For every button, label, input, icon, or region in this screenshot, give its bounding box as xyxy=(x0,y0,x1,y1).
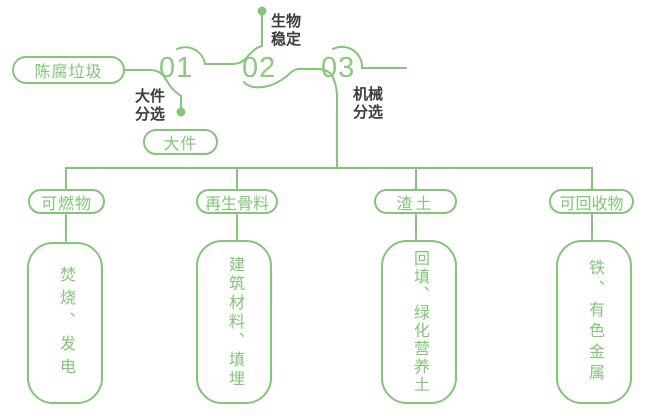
result-text-recycled-aggregate: 建筑材料、填埋 xyxy=(226,255,243,389)
result-box-combustibles: 焚烧、发电 xyxy=(27,242,103,404)
branch-pill-slag-soil: 渣土 xyxy=(374,189,457,214)
flow-line-step3-tail xyxy=(332,45,407,69)
branch-pill-combustibles: 可燃物 xyxy=(28,189,105,214)
branch-pill-recyclables-label: 可回收物 xyxy=(559,195,624,213)
result-box-recycled-aggregate: 建筑材料、填埋 xyxy=(196,240,272,404)
node-bulky-output-label: 大件 xyxy=(163,136,198,153)
label-bulky-sorting: 大件分选 xyxy=(135,88,166,123)
result-box-slag-soil: 回填、绿化营养土 xyxy=(381,240,457,404)
step-number-3: 03 xyxy=(321,52,356,84)
step-number-2: 02 xyxy=(242,52,277,84)
flow-line-step2-to-step3 xyxy=(243,68,338,169)
branch-pill-recycled-aggregate: 再生骨料 xyxy=(196,189,278,214)
result-box-recyclables: 铁、有色金属 xyxy=(556,240,632,404)
result-text-recyclables: 铁、有色金属 xyxy=(586,259,603,385)
branch-pill-slag-soil-label: 渣土 xyxy=(396,195,435,213)
result-text-slag-soil: 回填、绿化营养土 xyxy=(411,250,428,394)
branch-pill-combustibles-label: 可燃物 xyxy=(40,195,92,213)
connector-dot-bio xyxy=(257,6,267,16)
connector-dot-bulky xyxy=(176,107,186,117)
result-text-combustibles: 焚烧、发电 xyxy=(57,265,74,381)
label-biological-stabilization: 生物稳定 xyxy=(271,13,302,48)
step-number-1: 01 xyxy=(159,52,194,84)
node-source-waste: 陈腐垃圾 xyxy=(12,56,125,84)
node-source-waste-label: 陈腐垃圾 xyxy=(34,64,103,81)
branch-pill-recyclables: 可回收物 xyxy=(549,189,634,214)
flow-line-step1-to-step2 xyxy=(176,14,263,65)
node-bulky-output: 大件 xyxy=(143,129,218,155)
branch-pill-recycled-aggregate-label: 再生骨料 xyxy=(204,195,269,213)
distribution-line xyxy=(65,167,593,190)
label-mechanical-sorting: 机械分选 xyxy=(353,86,384,121)
flow-line-source-to-step1 xyxy=(124,69,182,109)
